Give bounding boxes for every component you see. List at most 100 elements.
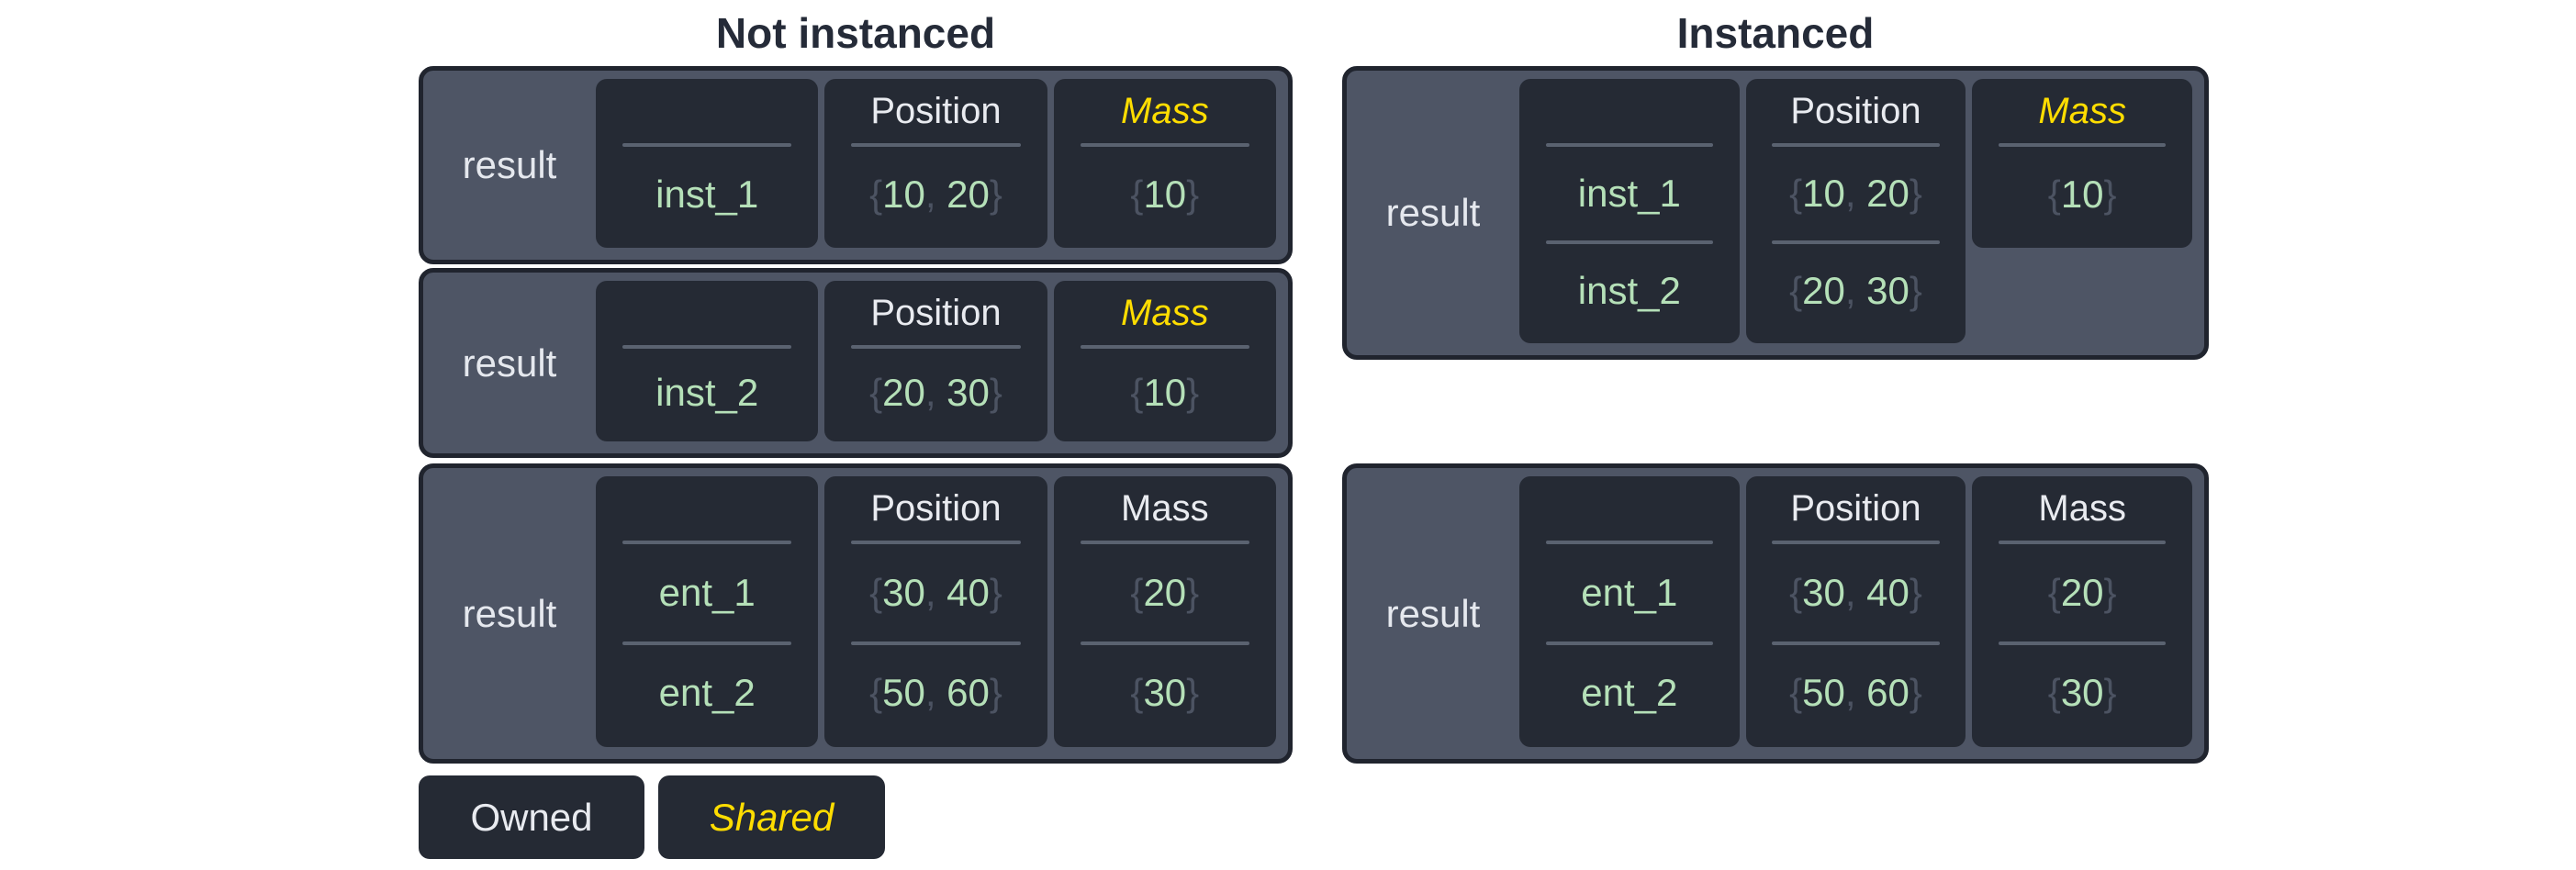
component-value: {30, 40}: [824, 544, 1047, 641]
entity-name-text: ent_2: [658, 671, 756, 715]
position-column: Position {30, 40} {50, 60}: [1745, 476, 1966, 747]
column-header: Mass: [1054, 476, 1276, 541]
column-header: Mass: [1054, 79, 1276, 143]
value-number: 60: [1866, 671, 1910, 715]
value-number: 50: [882, 671, 925, 715]
component-value: {50, 60}: [1746, 645, 1966, 742]
entity-name-text: inst_2: [1577, 269, 1681, 312]
value-number: 20: [2060, 570, 2104, 614]
component-value: {30}: [1972, 645, 2192, 742]
entity-column: inst_1 inst_2: [1519, 79, 1740, 343]
row-divider: [1545, 143, 1713, 147]
column-header-text-shared: Mass: [1121, 90, 1209, 131]
brace-close: }: [989, 370, 1002, 414]
entity-name-text: inst_1: [1577, 172, 1681, 215]
brace-open: {: [869, 570, 883, 614]
columns: ent_1 ent_2 Position {30, 40} {50, 60} M…: [1519, 468, 2204, 759]
value-number: 60: [946, 671, 990, 715]
column-header-empty: [1519, 476, 1740, 541]
entity-column: inst_1: [596, 79, 819, 248]
brace-close: }: [989, 671, 1002, 715]
component-value: {30, 40}: [1746, 544, 1966, 641]
value-number: 50: [1802, 671, 1845, 715]
value-number: 20: [946, 173, 990, 216]
column-header: Mass: [1054, 281, 1276, 345]
brace-close: }: [1909, 269, 1922, 312]
value-number: 30: [1143, 671, 1187, 715]
entity-column: ent_1 ent_2: [1519, 476, 1740, 747]
row-divider: [1545, 641, 1713, 645]
column-header-text: Position: [870, 487, 1002, 529]
row-divider: [1999, 541, 2167, 544]
value-number: 10: [2060, 173, 2104, 216]
mass-column-shared-truncated: Mass {10}: [1972, 79, 2193, 248]
columns: inst_1 Position {10, 20} Mass {10}: [596, 71, 1288, 260]
title-not-instanced: Not instanced: [715, 9, 996, 57]
column-header-text: Mass: [1121, 487, 1209, 529]
component-value: {20}: [1972, 544, 2192, 641]
brace-open: {: [2047, 671, 2061, 715]
row-divider: [1999, 143, 2167, 147]
column-header: Position: [824, 281, 1047, 345]
brace-close: }: [1909, 172, 1922, 215]
brace-open: {: [1789, 671, 1803, 715]
value-number: 10: [1802, 172, 1845, 215]
row-divider: [851, 345, 1021, 349]
column-header: Mass: [1972, 476, 2192, 541]
archetype-table-not-instanced-1: result inst_1 Position {10, 20} Mass {10…: [419, 66, 1293, 264]
column-header-text-shared: Mass: [1121, 292, 1209, 333]
column-header-empty: [1519, 79, 1740, 143]
entity-name: ent_2: [1519, 645, 1740, 742]
value-number: 40: [1866, 570, 1910, 614]
entity-name-text: ent_2: [1581, 671, 1678, 715]
legend-shared-label: Shared: [709, 795, 834, 839]
archetype-table-not-instanced-3: result ent_1 ent_2 Position {30, 40} {50…: [419, 463, 1293, 764]
row-divider: [622, 641, 792, 645]
brace-open: {: [869, 370, 883, 414]
brace-open: {: [1789, 172, 1803, 215]
legend-shared: Shared: [658, 775, 885, 859]
brace-close: }: [2103, 671, 2117, 715]
value-number: 10: [1143, 370, 1187, 414]
result-label: result: [1385, 591, 1481, 635]
brace-close: }: [1909, 671, 1922, 715]
row-divider: [1999, 641, 2167, 645]
brace-close: }: [1186, 173, 1200, 216]
brace-close: }: [2103, 570, 2117, 614]
brace-open: {: [1789, 269, 1803, 312]
brace-open: {: [1130, 671, 1144, 715]
brace-open: {: [869, 173, 883, 216]
comma: ,: [1844, 172, 1867, 215]
entity-name: ent_1: [596, 544, 818, 641]
brace-close: }: [989, 173, 1002, 216]
comma: ,: [924, 370, 947, 414]
result-label: result: [462, 591, 557, 635]
brace-open: {: [2047, 173, 2061, 216]
comma: ,: [924, 173, 947, 216]
component-value: {20, 30}: [824, 349, 1047, 436]
value-number: 40: [946, 570, 990, 614]
row-divider: [622, 345, 792, 349]
column-header-text: Position: [1790, 487, 1921, 529]
mass-column: Mass {10}: [1053, 281, 1276, 441]
column-header-text: Position: [1790, 90, 1921, 131]
brace-open: {: [1130, 370, 1144, 414]
row-divider: [1545, 240, 1713, 244]
row-divider: [851, 641, 1021, 645]
columns: inst_1 inst_2 Position {10, 20} {20, 30}…: [1519, 71, 2204, 355]
archetype-table-instanced-1: result inst_1 inst_2 Position {10, 20} {…: [1342, 66, 2209, 360]
mass-column: Mass {20} {30}: [1053, 476, 1276, 747]
position-column: Position {10, 20}: [824, 79, 1047, 248]
mass-column: Mass {10}: [1053, 79, 1276, 248]
brace-close: }: [1186, 370, 1200, 414]
entity-name: inst_2: [596, 349, 818, 436]
entity-name: inst_1: [596, 147, 818, 242]
archetype-table-not-instanced-2: result inst_2 Position {20, 30} Mass {10…: [419, 268, 1293, 458]
entity-name-text: ent_1: [1581, 570, 1678, 614]
brace-open: {: [1130, 173, 1144, 216]
brace-open: {: [2047, 570, 2061, 614]
value-number: 30: [946, 370, 990, 414]
entity-name: inst_1: [1519, 147, 1740, 240]
component-value: {10}: [1972, 147, 2192, 242]
value-number: 20: [1802, 269, 1845, 312]
